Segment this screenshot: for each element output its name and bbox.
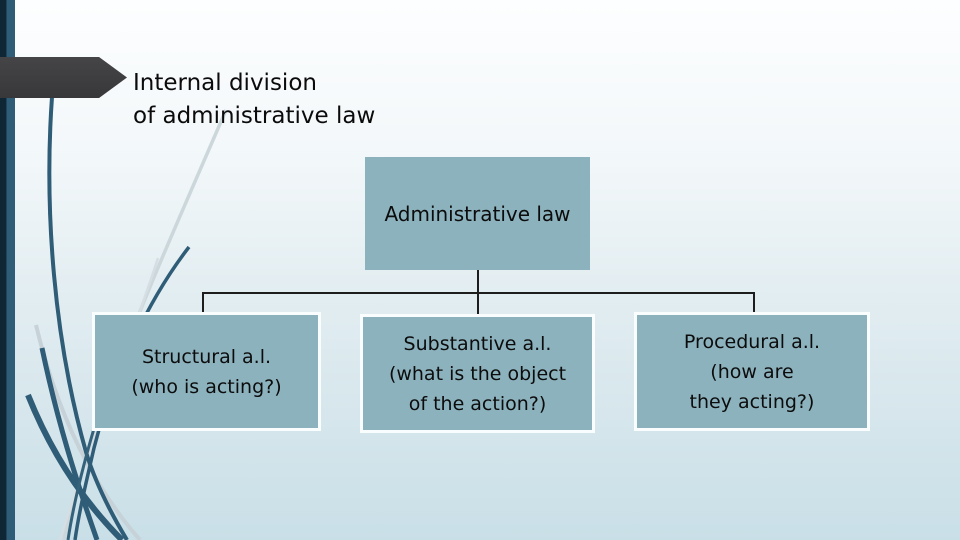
node-line: (who is acting?) xyxy=(131,375,282,398)
node-substantive: Substantive a.l. (what is the object of … xyxy=(360,314,595,433)
connector-drop-procedural xyxy=(753,293,755,314)
slide-title-line2: of administrative law xyxy=(133,103,376,129)
connector-drop-substantive xyxy=(477,293,479,316)
connector-drop-structural xyxy=(202,293,204,314)
node-administrative-law: Administrative law xyxy=(365,157,590,270)
node-line: Structural a.l. xyxy=(141,345,272,368)
connector-root-stem xyxy=(477,270,479,293)
node-structural: Structural a.l. (who is acting?) xyxy=(92,312,321,431)
node-line: Substantive a.l. xyxy=(403,332,552,355)
node-procedural: Procedural a.l. (how are they acting?) xyxy=(634,312,870,431)
slide-title: Internal division of administrative law xyxy=(133,67,375,133)
node-line: of the action?) xyxy=(408,392,547,415)
node-label: Administrative law xyxy=(384,201,571,226)
dark-curve xyxy=(39,347,100,540)
slide-title-line1: Internal division xyxy=(133,70,317,96)
node-line: they acting?) xyxy=(689,390,815,413)
left-accent-bar xyxy=(0,0,15,540)
node-line: Procedural a.l. xyxy=(683,330,821,353)
title-arrow-shape xyxy=(0,57,127,98)
node-line: (how are xyxy=(710,360,794,383)
dark-curve xyxy=(66,414,100,540)
node-line: (what is the object xyxy=(388,362,567,385)
